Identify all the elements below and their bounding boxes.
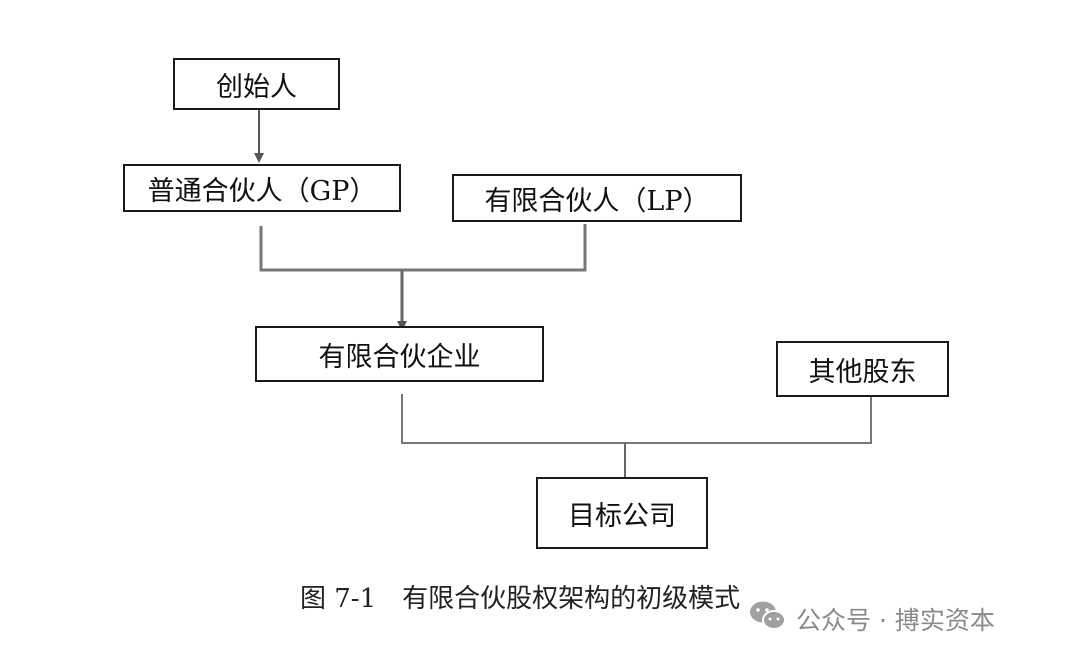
connector-gp-lp-merge xyxy=(259,224,587,272)
node-founder: 创始人 xyxy=(173,58,340,110)
node-general-partner: 普通合伙人（GP） xyxy=(123,164,401,212)
connector-enterprise-shareholders-merge xyxy=(401,394,872,444)
node-target-company: 目标公司 xyxy=(536,477,708,549)
node-limited-partnership-enterprise: 有限合伙企业 xyxy=(255,326,544,382)
watermark: 公众号 · 搏实资本 xyxy=(748,600,995,638)
watermark-text: 公众号 · 搏实资本 xyxy=(796,606,995,635)
node-other-shareholders: 其他股东 xyxy=(776,341,949,397)
node-limited-partner: 有限合伙人（LP） xyxy=(452,174,742,222)
figure-caption: 图 7-1 有限合伙股权架构的初级模式 xyxy=(300,584,741,614)
wechat-icon xyxy=(748,599,788,639)
